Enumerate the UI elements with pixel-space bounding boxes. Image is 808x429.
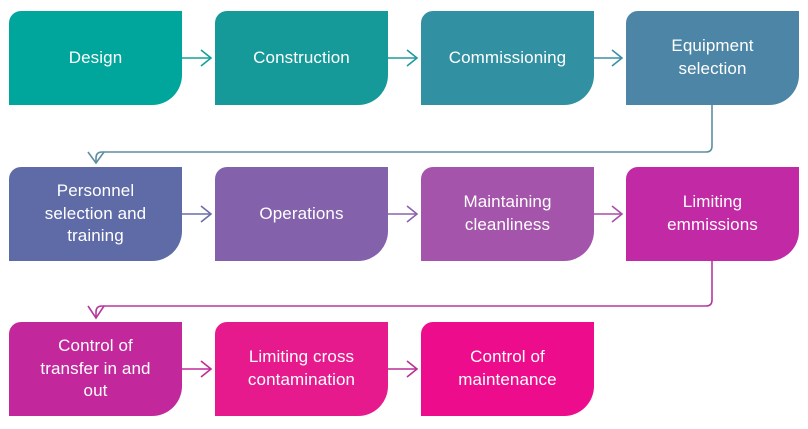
connector-design-to-construction [182, 49, 213, 67]
connector-limiting-cross-contamination-to-control-of-maintenance [388, 360, 419, 378]
connector-construction-to-commissioning [388, 49, 419, 67]
flow-node-maintaining-cleanliness[interactable]: Maintaining cleanliness [421, 167, 594, 261]
flow-node-limiting-cross-contamination[interactable]: Limiting cross contamination [215, 322, 388, 416]
flow-node-operations[interactable]: Operations [215, 167, 388, 261]
connector-control-of-transfer-to-limiting-cross-contamination [182, 360, 213, 378]
flow-node-equipment-selection[interactable]: Equipment selection [626, 11, 799, 105]
connector-equipment-selection-to-personnel-selection [87, 105, 713, 165]
flow-node-commissioning[interactable]: Commissioning [421, 11, 594, 105]
flow-node-construction[interactable]: Construction [215, 11, 388, 105]
connector-commissioning-to-equipment-selection [594, 49, 624, 67]
connector-personnel-selection-to-operations [182, 205, 213, 223]
flow-node-design[interactable]: Design [9, 11, 182, 105]
flow-node-limiting-emmissions[interactable]: Limiting emmissions [626, 167, 799, 261]
connector-operations-to-maintaining-cleanliness [388, 205, 419, 223]
connector-limiting-emmissions-to-control-of-transfer [87, 261, 713, 320]
flow-node-control-of-transfer-in-and-out[interactable]: Control of transfer in and out [9, 322, 182, 416]
flow-node-personnel-selection-and-training[interactable]: Personnel selection and training [9, 167, 182, 261]
connector-maintaining-cleanliness-to-limiting-emmissions [594, 205, 624, 223]
flow-node-control-of-maintenance[interactable]: Control of maintenance [421, 322, 594, 416]
